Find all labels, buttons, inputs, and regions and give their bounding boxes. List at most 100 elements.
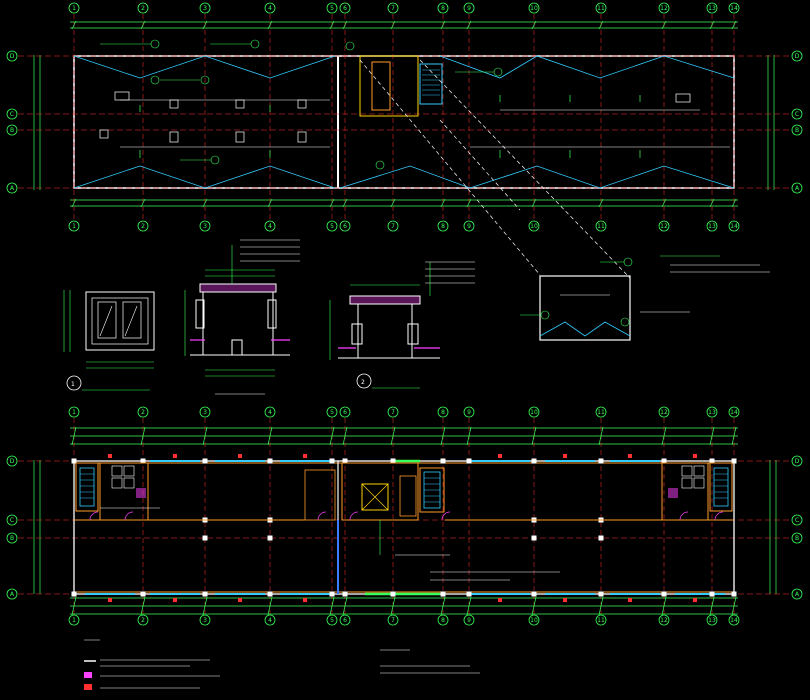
top-plan-axis-top-5: 5 — [326, 2, 338, 14]
floor-plan-axis-top-9: 9 — [463, 406, 475, 418]
top-plan-axis-top-7-label: 7 — [391, 5, 395, 12]
top-plan-axis-bottom-10-label: 10 — [530, 223, 538, 230]
floor-plan-axis-top-11-label: 11 — [597, 409, 605, 416]
floor-plan-axis-top-10: 10 — [528, 406, 540, 418]
top-plan-axis-top-13: 13 — [706, 2, 718, 14]
top-plan-axis-bottom-5: 5 — [326, 220, 338, 232]
top-plan-axis-top-13-label: 13 — [708, 5, 716, 12]
floor-plan-axis-bottom-9-label: 9 — [467, 617, 471, 624]
floor-plan-axis-top-12-label: 12 — [660, 409, 668, 416]
floor-plan-row-right-C: C — [791, 514, 803, 526]
top-plan-row-left-B: B — [6, 124, 18, 136]
top-plan-axis-bottom-13: 13 — [706, 220, 718, 232]
floor-plan-axis-bottom-12: 12 — [658, 614, 670, 626]
top-plan-row-left-D-label: D — [10, 53, 15, 60]
floor-plan-axis-bottom-2-label: 2 — [141, 617, 145, 624]
top-plan-row-left-B-label: B — [10, 127, 14, 134]
floor-plan-axis-top-1-label: 1 — [72, 409, 76, 416]
floor-plan-axis-bottom-14-label: 14 — [730, 617, 738, 624]
top-plan-axis-top-14: 14 — [728, 2, 740, 14]
floor-plan-row-right-B: B — [791, 532, 803, 544]
top-plan-axis-top-10: 10 — [528, 2, 540, 14]
floor-plan-axis-bottom-1-label: 1 — [72, 617, 76, 624]
floor-plan-axis-top-3-label: 3 — [203, 409, 207, 416]
floor-plan-axis-bottom-1: 1 — [68, 614, 80, 626]
top-plan-axis-top-6: 6 — [339, 2, 351, 14]
floor-plan-row-left-D: D — [6, 455, 18, 467]
top-plan-axis-top-9: 9 — [463, 2, 475, 14]
top-plan-row-left-D: D — [6, 50, 18, 62]
top-plan-axis-top-3-label: 3 — [203, 5, 207, 12]
top-plan-axis-top-6-label: 6 — [343, 5, 347, 12]
top-plan-axis-bottom-2-label: 2 — [141, 223, 145, 230]
floor-plan-axis-bottom-7-label: 7 — [391, 617, 395, 624]
top-plan-axis-bottom-12-label: 12 — [660, 223, 668, 230]
top-plan-axis-top-9-label: 9 — [467, 5, 471, 12]
top-plan-axis-top-4: 4 — [264, 2, 276, 14]
floor-plan-axis-top-3: 3 — [199, 406, 211, 418]
top-plan-row-left-A: A — [6, 182, 18, 194]
floor-plan-axis-top-13-label: 13 — [708, 409, 716, 416]
top-plan-row-right-B-label: B — [795, 127, 799, 134]
top-plan-axis-bottom-7: 7 — [387, 220, 399, 232]
floor-plan-axis-bottom-14: 14 — [728, 614, 740, 626]
floor-plan-axis-top-4-label: 4 — [268, 409, 272, 416]
top-plan-axis-top-11-label: 11 — [597, 5, 605, 12]
top-plan-axis-bottom-6: 6 — [339, 220, 351, 232]
top-plan-axis-bottom-14: 14 — [728, 220, 740, 232]
top-plan-axis-top-5-label: 5 — [330, 5, 334, 12]
floor-plan-axis-top-2: 2 — [137, 406, 149, 418]
floor-plan-axis-top-8: 8 — [437, 406, 449, 418]
floor-plan-row-right-C-label: C — [795, 517, 799, 524]
top-plan-row-right-C-label: C — [795, 111, 799, 118]
floor-plan-axis-bottom-3: 3 — [199, 614, 211, 626]
top-plan-axis-bottom-10: 10 — [528, 220, 540, 232]
floor-plan-row-left-A-label: A — [10, 591, 15, 598]
top-plan-row-right-A: A — [791, 182, 803, 194]
top-plan-axis-bottom-11: 11 — [595, 220, 607, 232]
floor-plan-axis-bottom-3-label: 3 — [203, 617, 207, 624]
floor-plan-axis-top-5: 5 — [326, 406, 338, 418]
legend-notes — [84, 639, 480, 690]
floor-plan-axis-bottom-10-label: 10 — [530, 617, 538, 624]
floor-plan-axis-top-14: 14 — [728, 406, 740, 418]
top-plan-axis-bottom-6-label: 6 — [343, 223, 347, 230]
floor-plan-axis-bottom-6: 6 — [339, 614, 351, 626]
floor-plan-axis-top-7: 7 — [387, 406, 399, 418]
floor-plan-axis-bottom-8: 8 — [437, 614, 449, 626]
top-plan-axis-top-14-label: 14 — [730, 5, 738, 12]
top-plan-row-left-A-label: A — [10, 185, 15, 192]
floor-plan-axis-bottom-11: 11 — [595, 614, 607, 626]
top-plan-axis-top-10-label: 10 — [530, 5, 538, 12]
floor-plan-axis-bottom-4: 4 — [264, 614, 276, 626]
top-plan-axis-top-12: 12 — [658, 2, 670, 14]
floor-plan-row-left-B: B — [6, 532, 18, 544]
top-plan-row-right-B: B — [791, 124, 803, 136]
top-plan-axis-bottom-9-label: 9 — [467, 223, 471, 230]
top-plan-row-left-C-label: C — [10, 111, 14, 118]
floor-plan-axis-top-5-label: 5 — [330, 409, 334, 416]
top-plan-axis-top-3: 3 — [199, 2, 211, 14]
floor-plan-axis-top-6: 6 — [339, 406, 351, 418]
floor-plan — [18, 418, 790, 615]
floor-plan-axis-bottom-13: 13 — [706, 614, 718, 626]
roof-plan — [18, 14, 790, 279]
floor-plan-row-left-D-label: D — [10, 458, 15, 465]
top-plan-axis-bottom-13-label: 13 — [708, 223, 716, 230]
floor-plan-axis-top-1: 1 — [68, 406, 80, 418]
floor-plan-row-right-A: A — [791, 588, 803, 600]
top-plan-axis-top-1-label: 1 — [72, 5, 76, 12]
top-plan-axis-bottom-12: 12 — [658, 220, 670, 232]
top-plan-axis-bottom-1: 1 — [68, 220, 80, 232]
floor-plan-axis-top-2-label: 2 — [141, 409, 145, 416]
floor-plan-axis-top-14-label: 14 — [730, 409, 738, 416]
top-plan-axis-bottom-4-label: 4 — [268, 223, 272, 230]
top-plan-axis-bottom-5-label: 5 — [330, 223, 334, 230]
floor-plan-axis-bottom-11-label: 11 — [597, 617, 605, 624]
floor-plan-axis-top-9-label: 9 — [467, 409, 471, 416]
top-plan-axis-top-7: 7 — [387, 2, 399, 14]
top-plan-axis-bottom-2: 2 — [137, 220, 149, 232]
top-plan-axis-bottom-3-label: 3 — [203, 223, 207, 230]
top-plan-axis-top-12-label: 12 — [660, 5, 668, 12]
